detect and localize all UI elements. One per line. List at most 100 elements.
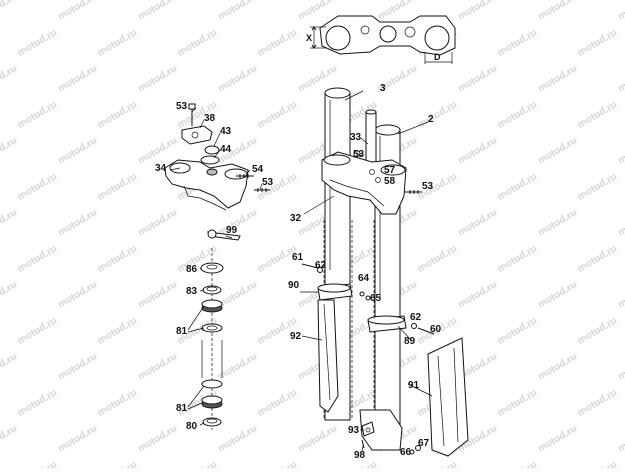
watermark-text: motod.ru (496, 459, 539, 468)
label-part-33: 33 (350, 132, 362, 143)
label-part-62-right: 62 (410, 312, 422, 323)
watermark-text: motod.ru (216, 351, 259, 382)
watermark-text: motod.ru (136, 63, 179, 94)
watermark-text: motod.ru (16, 27, 59, 58)
label-part-99: 99 (226, 225, 238, 236)
watermark-text: motod.ru (216, 63, 259, 94)
watermark-text: motod.ru (576, 27, 619, 58)
label-part-58: 58 (384, 176, 396, 187)
label-part-53-top: 53 (353, 149, 365, 160)
watermark-text: motod.ru (296, 423, 339, 454)
watermark-text: motod.ru (256, 99, 299, 130)
watermark-text: motod.ru (256, 27, 299, 58)
label-part-62-left: 62 (315, 260, 327, 271)
leader-lines (169, 90, 433, 453)
label-part-80: 80 (186, 421, 198, 432)
watermark-text: motod.ru (616, 423, 625, 454)
watermark-text: motod.ru (456, 0, 499, 23)
watermark-text: motod.ru (616, 63, 625, 94)
watermark-text: motod.ru (416, 243, 459, 274)
watermark-text: motod.ru (576, 99, 619, 130)
watermark-text: motod.ru (576, 315, 619, 346)
watermark-text: motod.ru (536, 423, 579, 454)
watermark-text: motod.ru (136, 351, 179, 382)
watermark-text: motod.ru (56, 423, 99, 454)
watermark-text: motod.ru (416, 99, 459, 130)
watermark-text: motod.ru (616, 351, 625, 382)
watermark-text: motod.ru (136, 135, 179, 166)
watermark-text: motod.ru (496, 99, 539, 130)
label-part-61: 61 (292, 252, 304, 263)
label-part-98: 98 (354, 450, 366, 461)
dimension-d-label: D (434, 52, 441, 62)
watermark-text: motod.ru (56, 351, 99, 382)
label-part-3: 3 (380, 83, 386, 94)
watermark-text: motod.ru (216, 279, 259, 310)
watermark-text: motod.ru (536, 351, 579, 382)
label-part-83: 83 (186, 286, 198, 297)
label-part-53-left: 53 (176, 101, 188, 112)
watermark-text: motod.ru (56, 135, 99, 166)
watermark-text: motod.ru (136, 207, 179, 238)
watermark-text: motod.ru (56, 279, 99, 310)
watermark-text: motod.ru (136, 0, 179, 23)
watermark-text: motod.ru (16, 459, 59, 468)
left-top-clamp-assembly (164, 103, 270, 430)
inset-triple-clamp: X D (306, 15, 456, 64)
label-part-65: 65 (370, 293, 382, 304)
watermark-text: motod.ru (0, 423, 19, 454)
watermark-text: motod.ru (176, 459, 219, 468)
right-fork-assembly (301, 87, 469, 457)
watermark-text: motod.ru (496, 27, 539, 58)
watermark-text: motod.ru (0, 135, 19, 166)
watermark-text: motod.ru (96, 99, 139, 130)
watermark-text: motod.ru (216, 0, 259, 23)
watermark-text: motod.ru (56, 63, 99, 94)
label-part-54: 54 (252, 164, 264, 175)
watermark-text: motod.ru (0, 279, 19, 310)
watermark-text: motod.ru (576, 459, 619, 468)
watermark-text: motod.ru (96, 315, 139, 346)
label-part-92: 92 (290, 331, 302, 342)
label-part-32: 32 (290, 213, 302, 224)
label-part-2: 2 (428, 114, 434, 125)
label-part-53-right: 53 (422, 181, 434, 192)
watermark-text: motod.ru (536, 135, 579, 166)
watermark-text: motod.ru (56, 207, 99, 238)
watermark-text: motod.ru (576, 243, 619, 274)
watermark-text: motod.ru (16, 171, 59, 202)
watermark-text: motod.ru (176, 27, 219, 58)
label-part-53-mid: 53 (262, 177, 274, 188)
label-part-44: 44 (220, 144, 232, 155)
watermark-text: motod.ru (96, 243, 139, 274)
label-part-93: 93 (348, 425, 360, 436)
watermark-text: motod.ru (16, 243, 59, 274)
watermark-text: motod.ru (0, 0, 19, 23)
watermark-text: motod.ru (0, 207, 19, 238)
watermark-text: motod.ru (536, 0, 579, 23)
watermark-text: motod.ru (496, 243, 539, 274)
watermark-text: motod.ru (536, 279, 579, 310)
watermark-text: motod.ru (216, 423, 259, 454)
watermark-text: motod.ru (96, 459, 139, 468)
watermark-text: motod.ru (456, 279, 499, 310)
watermark-text: motod.ru (456, 135, 499, 166)
watermark-text: motod.ru (496, 315, 539, 346)
watermark-text: motod.ru (256, 459, 299, 468)
label-part-67: 67 (418, 438, 430, 449)
watermark-text: motod.ru (616, 207, 625, 238)
label-part-66: 66 (400, 447, 412, 458)
watermark-text: motod.ru (256, 387, 299, 418)
watermark-text: motod.ru (616, 279, 625, 310)
label-part-86: 86 (186, 264, 198, 275)
label-part-34: 34 (155, 163, 167, 174)
watermark-text: motod.ru (576, 387, 619, 418)
label-part-64: 64 (358, 273, 370, 284)
watermark-text: motod.ru (16, 387, 59, 418)
watermark-text: motod.ru (536, 207, 579, 238)
label-part-38: 38 (204, 113, 216, 124)
watermark-text: motod.ru (616, 0, 625, 23)
